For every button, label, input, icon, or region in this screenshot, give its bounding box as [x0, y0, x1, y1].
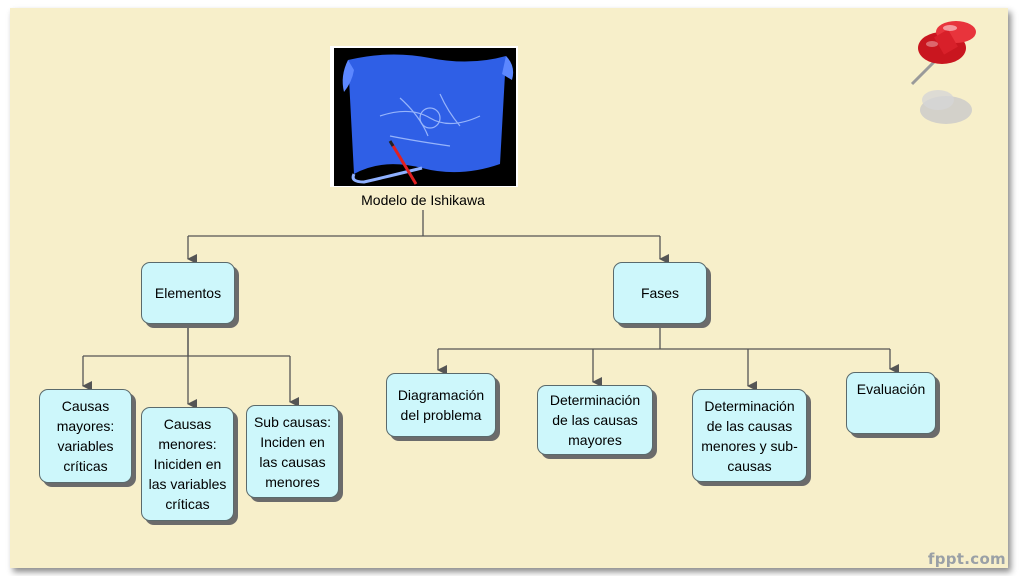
push-pin-icon: [910, 21, 976, 124]
map-scroll-image: [330, 46, 518, 187]
node-causas-menores-label: Causas menores: Iniciden en las variable…: [148, 416, 227, 512]
node-determinacion-menores-label: Determinación de las causas menores y su…: [701, 397, 798, 474]
node-determinacion-menores: Determinación de las causas menores y su…: [692, 389, 807, 482]
node-fases: Fases: [613, 262, 707, 324]
node-diagramacion: Diagramación del problema: [386, 373, 496, 437]
node-determinacion-mayores-label: Determinación de las causas mayores: [549, 392, 641, 448]
node-diagramacion-label: Diagramación del problema: [397, 387, 485, 423]
node-causas-mayores-label: Causas mayores: variables críticas: [56, 398, 115, 474]
node-determinacion-mayores: Determinación de las causas mayores: [537, 385, 653, 455]
node-evaluacion: Evaluación: [846, 372, 936, 434]
node-sub-causas-label: Sub causas: Inciden en las causas menore…: [253, 413, 332, 490]
root-label: Modelo de Ishikawa: [361, 192, 485, 208]
node-causas-mayores: Causas mayores: variables críticas: [39, 389, 132, 483]
node-sub-causas: Sub causas: Inciden en las causas menore…: [246, 405, 339, 498]
node-causas-menores: Causas menores: Iniciden en las variable…: [141, 407, 234, 521]
footer-brand: fppt.com: [927, 550, 1006, 568]
node-elementos: Elementos: [141, 262, 235, 324]
node-evaluacion-label: Evaluación: [856, 381, 926, 397]
node-fases-label: Fases: [640, 285, 680, 301]
node-elementos-label: Elementos: [154, 285, 222, 301]
